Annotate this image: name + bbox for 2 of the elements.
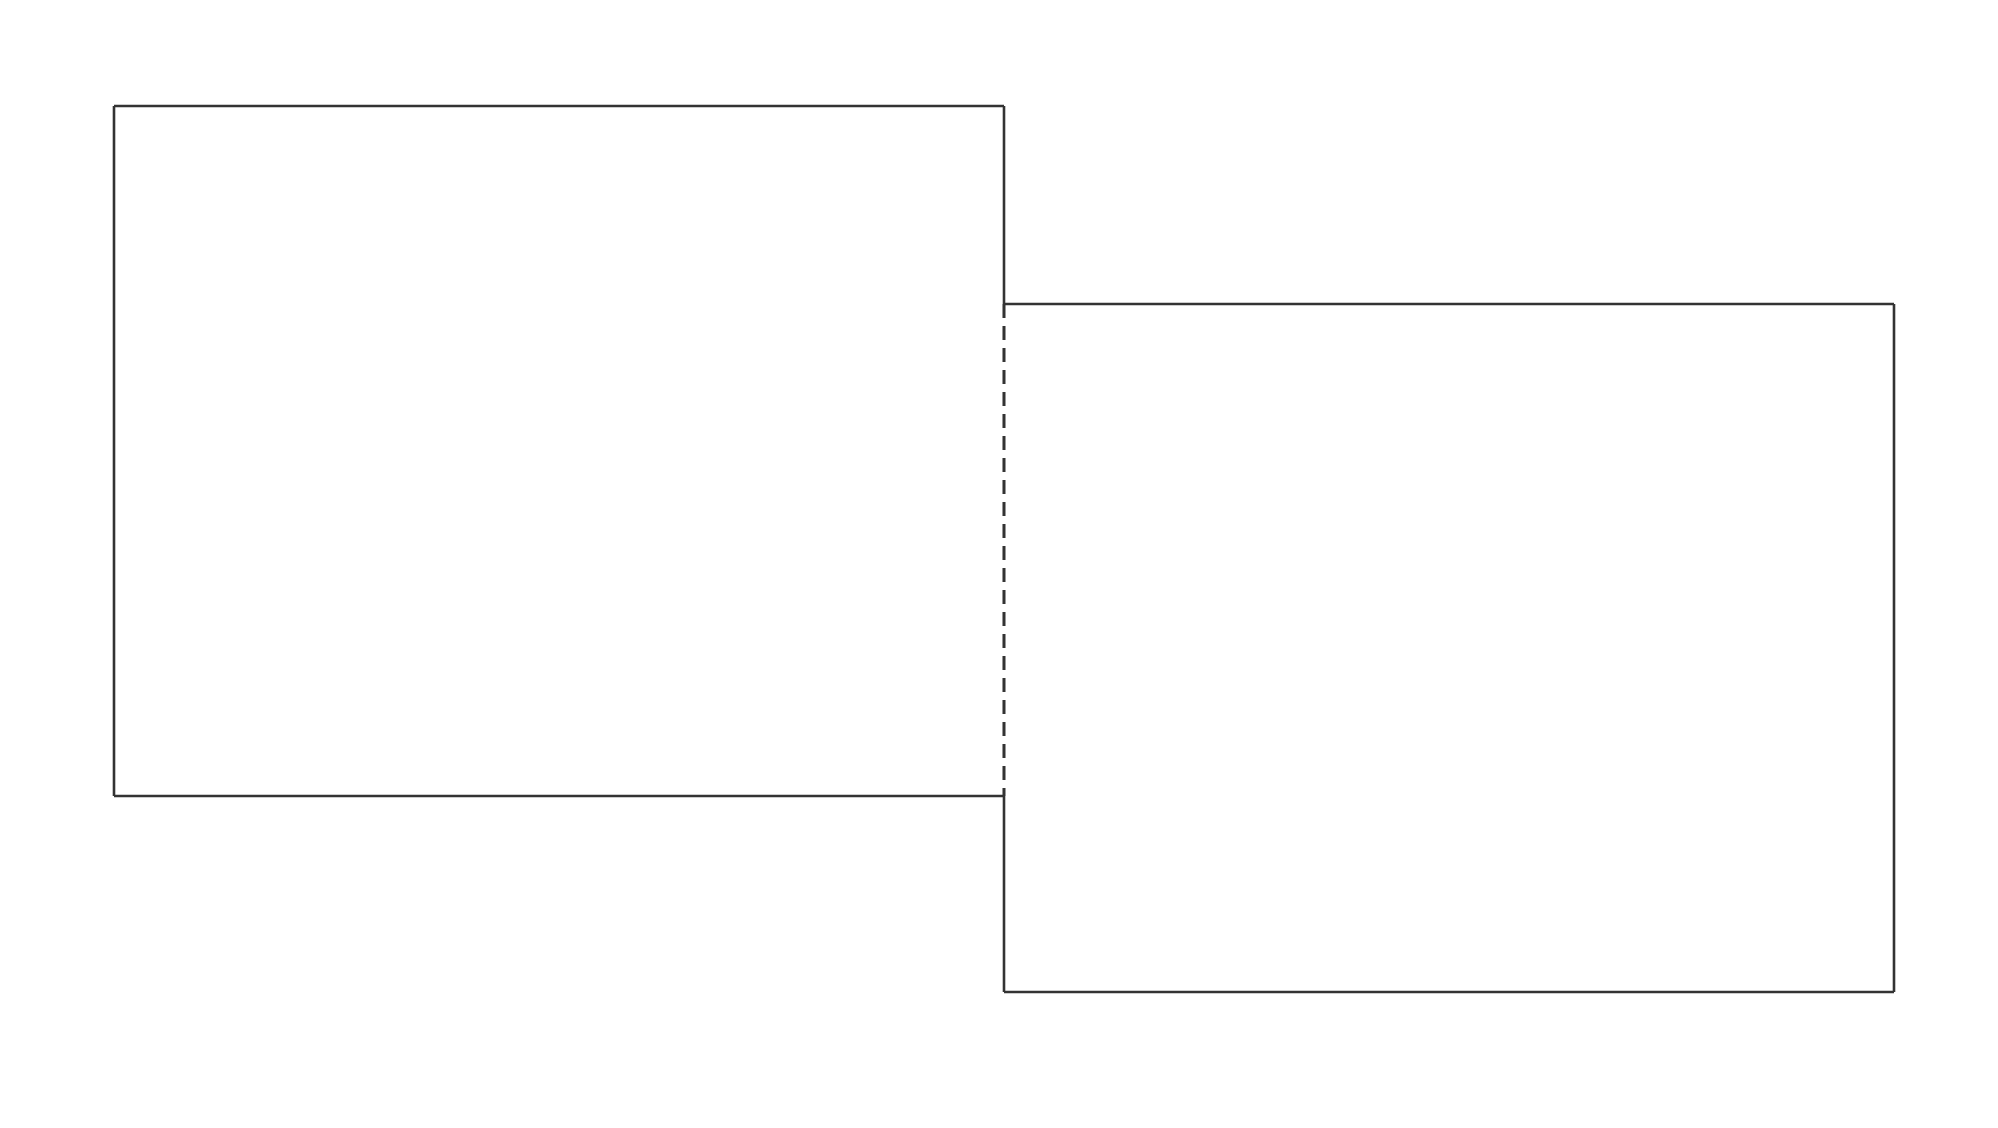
empty-box xyxy=(112,104,1006,798)
empty-box xyxy=(1002,302,1896,994)
